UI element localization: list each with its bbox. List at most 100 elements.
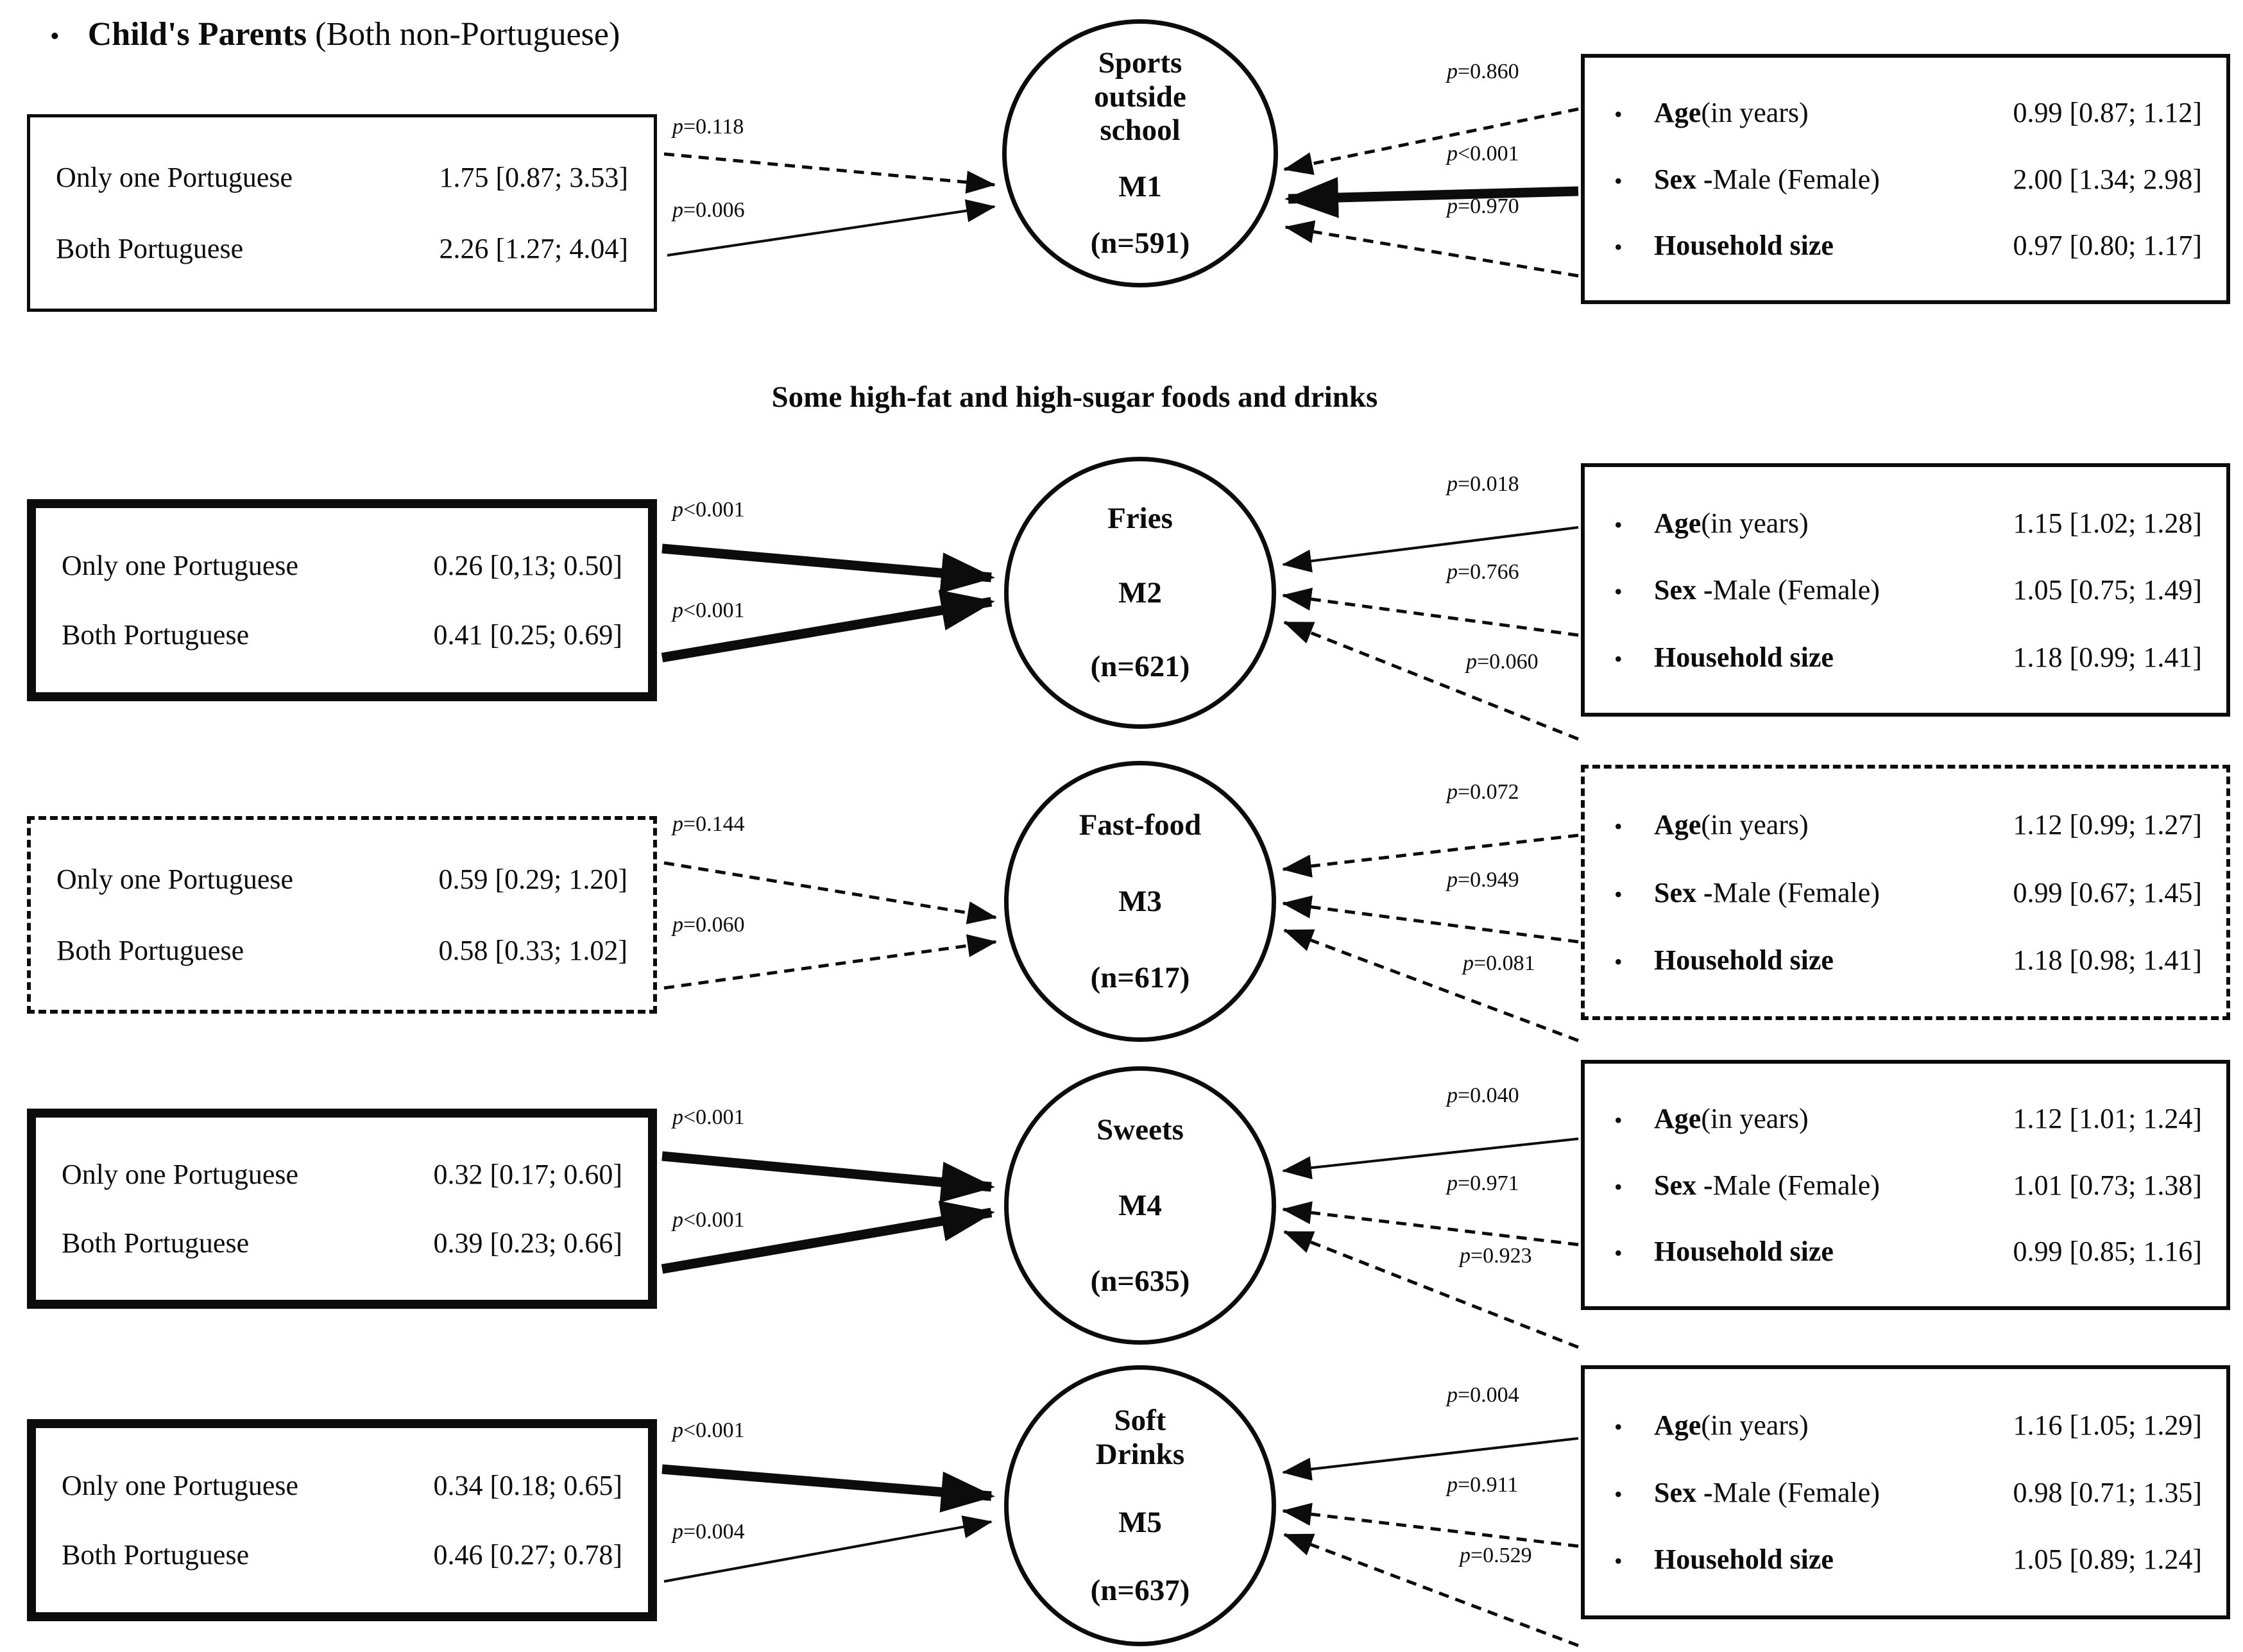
category-label: Only one Portuguese: [56, 864, 294, 896]
bullet-icon: •: [1614, 1548, 1623, 1574]
covariate-label: Household size: [1654, 229, 1834, 261]
sample-size: (n=591): [1090, 226, 1190, 260]
covariate-row: • Age (in years) 1.12 [1.01; 1.24]: [1614, 1102, 2202, 1135]
covariate-row: • Sex - Male (Female) 1.05 [0.75; 1.49]: [1614, 574, 2202, 606]
p-value-label-M1-right-1: p=0.860: [1446, 60, 1519, 83]
header-title: Child's Parents: [87, 16, 307, 53]
arrow-M1-right-2: [1284, 176, 1579, 218]
arrow-M3-left-2: [663, 934, 997, 990]
arrow-M2-right-3: [1283, 620, 1579, 741]
covariate-suffix: Male (Female): [1712, 163, 1880, 195]
arrow-M4-right-1: [1282, 1137, 1579, 1180]
sample-size: (n=617): [1090, 960, 1190, 994]
outcome-circle-M5: Soft Drinks M5 (n=637): [1004, 1365, 1276, 1646]
arrow-M2-right-2: [1282, 588, 1579, 637]
category-label: Only one Portuguese: [62, 550, 299, 582]
covariate-label: Age: [1654, 507, 1701, 539]
odds-ratio-value: 0.41 [0.25; 0.69]: [433, 618, 622, 651]
covariate-label: Age: [1654, 1103, 1701, 1135]
covariate-label: Sex -: [1654, 574, 1713, 606]
category-label: Only one Portuguese: [56, 162, 293, 193]
p-value-label-M3-right-1: p=0.072: [1446, 780, 1519, 804]
category-label: Both Portuguese: [56, 934, 244, 966]
odds-ratio-value: 0.99 [0.87; 1.12]: [2013, 97, 2202, 129]
p-value-label-M5-right-1: p=0.004: [1446, 1383, 1519, 1407]
bullet-icon: •: [1614, 234, 1623, 260]
category-label: Both Portuguese: [62, 1227, 250, 1259]
category-label: Both Portuguese: [62, 618, 250, 651]
right-box-M3: • Age (in years) 1.12 [0.99; 1.27] • Sex…: [1581, 765, 2230, 1020]
p-value-label-M4-right-1: p=0.040: [1446, 1084, 1519, 1107]
covariate-row: • Sex - Male (Female) 2.00 [1.34; 2.98]: [1614, 163, 2202, 196]
odds-ratio-value: 0.59 [0.29; 1.20]: [438, 864, 627, 896]
odds-ratio-value: 0.58 [0.33; 1.02]: [438, 934, 627, 966]
arrow-M1-left-2: [667, 199, 996, 257]
arrow-M4-right-2: [1282, 1201, 1579, 1247]
odds-ratio-value: 0.26 [0,13; 0.50]: [433, 550, 622, 582]
odds-ratio-value: 0.34 [0.18; 0.65]: [433, 1470, 622, 1502]
left-box-row: Both Portuguese 0.46 [0.27; 0.78]: [62, 1538, 622, 1571]
covariate-label: Age: [1654, 97, 1701, 129]
bullet-icon: •: [1614, 1413, 1623, 1440]
odds-ratio-value: 2.00 [1.34; 2.98]: [2013, 163, 2202, 195]
p-value-label-M2-left-1: p<0.001: [671, 498, 745, 522]
model-id: M2: [1118, 575, 1162, 609]
p-value-label-M1-right-3: p=0.970: [1446, 194, 1519, 218]
circle-name: Soft Drinks: [1095, 1404, 1185, 1471]
bullet-icon: •: [50, 22, 60, 51]
covariate-label: Sex -: [1654, 1476, 1713, 1508]
left-box-row: Only one Portuguese 0.34 [0.18; 0.65]: [62, 1469, 622, 1502]
arrow-M5-left-2: [663, 1515, 993, 1583]
p-value-label-M3-right-2: p=0.949: [1446, 868, 1519, 892]
covariate-row: • Sex - Male (Female) 0.99 [0.67; 1.45]: [1614, 876, 2202, 909]
circle-name: Sports outside school: [1094, 46, 1186, 148]
bullet-icon: •: [1614, 948, 1623, 975]
right-box-M5: • Age (in years) 1.16 [1.05; 1.29] • Sex…: [1581, 1365, 2230, 1619]
odds-ratio-value: 0.39 [0.23; 0.66]: [433, 1227, 622, 1259]
covariate-row: • Household size 0.99 [0.85; 1.16]: [1614, 1235, 2202, 1268]
odds-ratio-value: 1.15 [1.02; 1.28]: [2013, 507, 2202, 539]
outcome-circle-M4: Sweets M4 (n=635): [1004, 1066, 1276, 1345]
arrow-M3-right-3: [1283, 928, 1579, 1043]
covariate-row: • Age (in years) 1.12 [0.99; 1.27]: [1614, 808, 2202, 841]
p-value-label-M2-right-1: p=0.018: [1446, 472, 1519, 496]
left-box-row: Only one Portuguese 0.26 [0,13; 0.50]: [62, 549, 622, 582]
category-label: Both Portuguese: [56, 233, 244, 264]
left-box-row: Only one Portuguese 0.59 [0.29; 1.20]: [56, 863, 627, 896]
covariate-label: Sex -: [1654, 876, 1713, 908]
arrow-M4-right-3: [1283, 1230, 1579, 1349]
odds-ratio-value: 0.99 [0.67; 1.45]: [2013, 876, 2202, 908]
covariate-suffix: Male (Female): [1712, 574, 1880, 606]
arrow-M2-left-1: [661, 543, 995, 594]
p-value-label-M3-left-1: p=0.144: [671, 812, 745, 836]
arrow-M1-right-3: [1284, 220, 1579, 278]
p-value-label-M5-left-2: p=0.004: [671, 1520, 745, 1544]
p-value-label-M4-right-3: p=0.923: [1458, 1244, 1532, 1268]
arrow-M4-left-2: [661, 1200, 995, 1274]
covariate-row: • Age (in years) 0.99 [0.87; 1.12]: [1614, 96, 2202, 129]
covariate-label: Age: [1654, 809, 1701, 841]
odds-ratio-value: 1.18 [0.99; 1.41]: [2013, 641, 2202, 673]
model-id: M4: [1118, 1188, 1162, 1222]
left-box-row: Both Portuguese 0.39 [0.23; 0.66]: [62, 1227, 622, 1259]
bullet-icon: •: [1614, 645, 1623, 672]
arrow-M4-left-1: [661, 1151, 995, 1203]
left-box-row: Only one Portuguese 0.32 [0.17; 0.60]: [62, 1158, 622, 1191]
left-box-M1: Only one Portuguese 1.75 [0.87; 3.53] Bo…: [27, 114, 657, 312]
right-box-M2: • Age (in years) 1.15 [1.02; 1.28] • Sex…: [1581, 463, 2230, 717]
bullet-icon: •: [1614, 1107, 1623, 1134]
odds-ratio-value: 1.12 [1.01; 1.24]: [2013, 1103, 2202, 1135]
arrow-M3-right-2: [1282, 895, 1579, 944]
covariate-label: Household size: [1654, 944, 1834, 976]
covariate-suffix: (in years): [1701, 507, 1809, 539]
bullet-icon: •: [1614, 1239, 1623, 1266]
covariate-row: • Household size 1.18 [0.99; 1.41]: [1614, 641, 2202, 674]
odds-ratio-value: 1.18 [0.98; 1.41]: [2013, 944, 2202, 976]
odds-ratio-value: 0.98 [0.71; 1.35]: [2013, 1476, 2202, 1508]
bullet-icon: •: [1614, 101, 1623, 128]
left-box-M2: Only one Portuguese 0.26 [0,13; 0.50] Bo…: [27, 499, 657, 701]
covariate-label: Age: [1654, 1409, 1701, 1441]
category-label: Only one Portuguese: [62, 1159, 299, 1191]
bullet-icon: •: [1614, 813, 1623, 840]
arrow-M2-left-2: [661, 590, 995, 663]
